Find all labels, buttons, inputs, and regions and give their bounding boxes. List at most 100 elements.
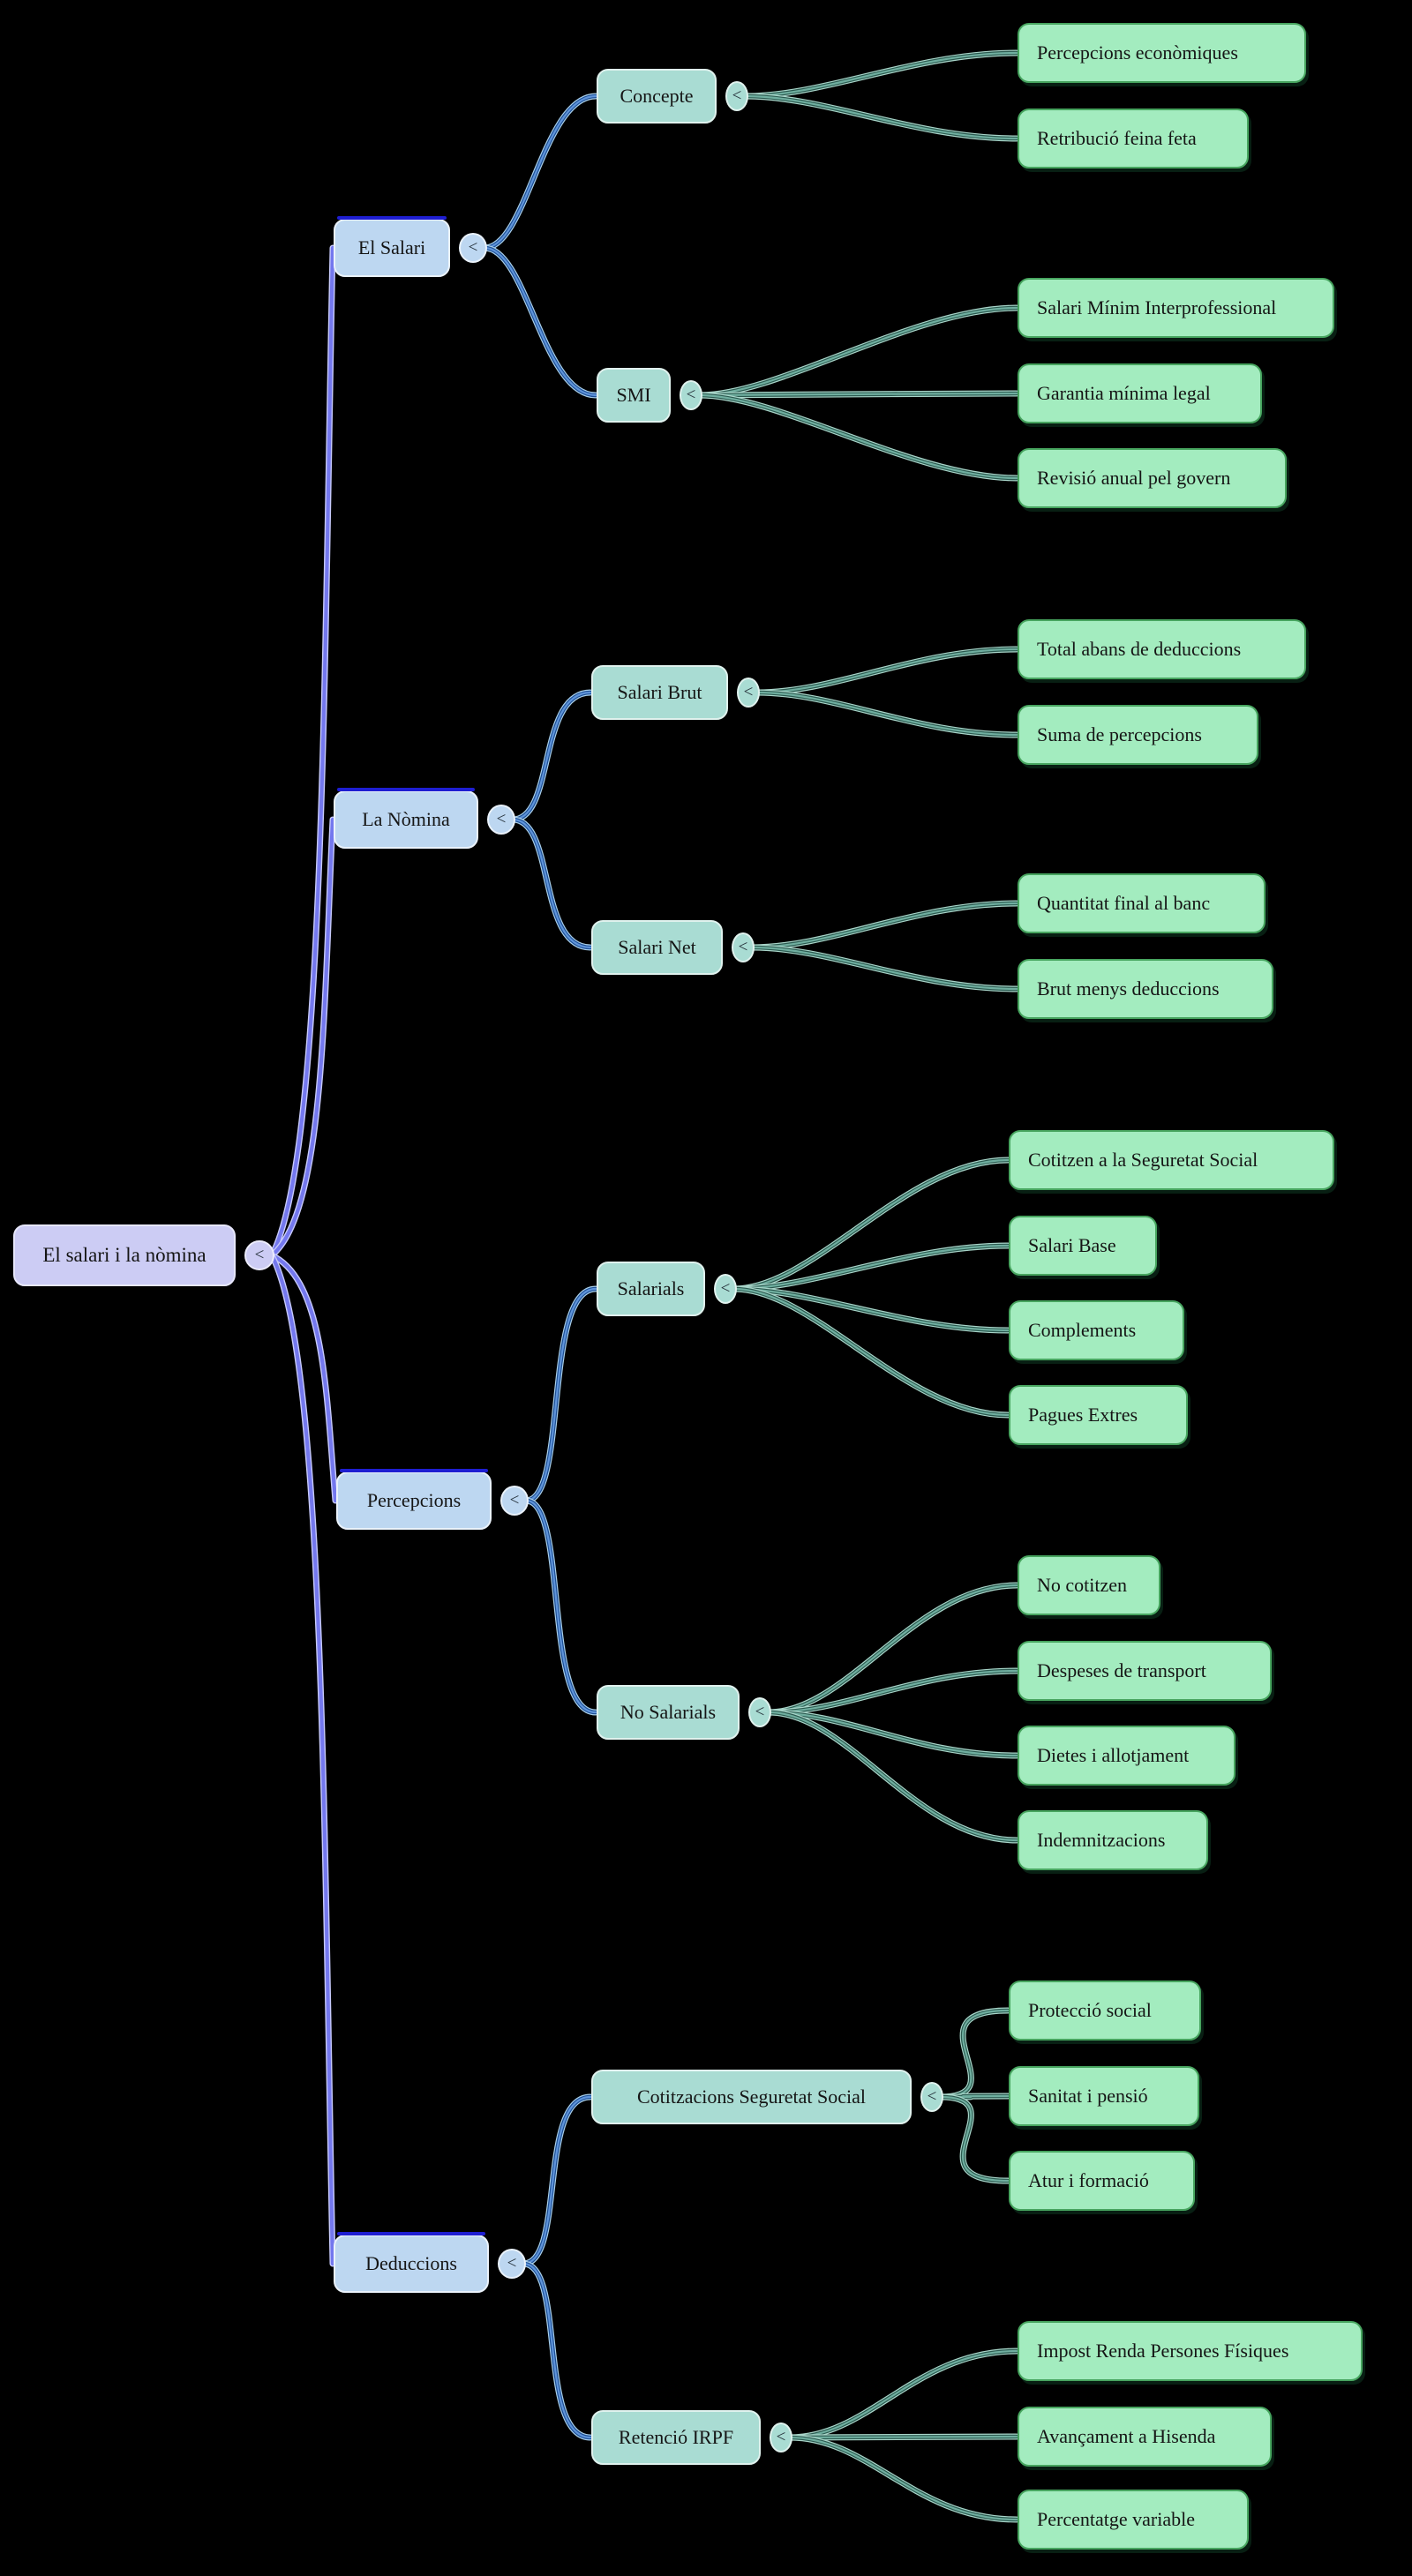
node-complements[interactable]: Complements bbox=[1009, 1300, 1184, 1360]
node-el-salari[interactable]: El Salari bbox=[334, 216, 450, 277]
node-indemnitzacions[interactable]: Indemnitzacions bbox=[1018, 1810, 1208, 1870]
edge-salari-net-quantitat-final-al-banc-stroke1 bbox=[749, 901, 1019, 950]
node-deduccions[interactable]: Deduccions bbox=[334, 2232, 489, 2293]
edge-retencio-irpf-impost-renda-persones-fisiques-stroke2 bbox=[788, 2349, 1018, 2439]
edge-no-salarials-no-cotitzen bbox=[765, 1582, 1020, 1716]
edge-la-nomina-salari-brut bbox=[509, 689, 594, 823]
edge-deduccions-cotitzacions-seguretat-social-stroke2 bbox=[522, 2095, 592, 2265]
node-salarials[interactable]: Salarials bbox=[597, 1262, 705, 1316]
edge-no-salarials-no-cotitzen-stroke2 bbox=[767, 1584, 1018, 1714]
collapse-toggle-concepte[interactable]: < bbox=[725, 81, 748, 111]
node-percepcions-economiques[interactable]: Percepcions econòmiques bbox=[1018, 23, 1306, 83]
node-label: SMI bbox=[616, 384, 651, 406]
node-revisio-anual-pel-govern[interactable]: Revisió anual pel govern bbox=[1018, 448, 1287, 508]
node-label: Garantia mínima legal bbox=[1037, 382, 1211, 404]
collapse-toggle-el-salari[interactable]: < bbox=[459, 233, 487, 263]
collapse-toggle-percepcions[interactable]: < bbox=[500, 1486, 529, 1516]
collapse-toggle-no-salarials[interactable]: < bbox=[748, 1697, 771, 1727]
node-proteccio-social[interactable]: Protecció social bbox=[1009, 1981, 1201, 2041]
collapse-toggle-el-salari-i-la-nomina[interactable]: < bbox=[244, 1240, 274, 1270]
node-label: Salari Mínim Interprofessional bbox=[1037, 296, 1277, 318]
edge-el-salari-i-la-nomina-la-nomina-stroke1 bbox=[269, 817, 335, 1258]
node-label: Percepcions bbox=[366, 1489, 462, 1511]
edge-salari-brut-suma-de-percepcions-stroke2 bbox=[755, 691, 1018, 737]
node-garantia-minima-legal[interactable]: Garantia mínima legal bbox=[1018, 363, 1262, 423]
edge-cotitzacions-seguretat-social-atur-i-formacio-stroke2 bbox=[939, 2095, 1010, 2183]
edge-el-salari-smi-stroke1 bbox=[482, 245, 598, 398]
edge-deduccions-retencio-irpf-stroke1 bbox=[521, 2261, 593, 2440]
node-percepcions[interactable]: Percepcions bbox=[336, 1469, 492, 1530]
node-salari-brut[interactable]: Salari Brut bbox=[591, 665, 728, 720]
node-avancament-a-hisenda[interactable]: Avançament a Hisenda bbox=[1018, 2407, 1272, 2467]
edge-no-salarials-no-cotitzen-stroke1 bbox=[766, 1583, 1019, 1715]
node-total-abans-de-deduccions[interactable]: Total abans de deduccions bbox=[1018, 619, 1306, 679]
edge-retencio-irpf-percentatge-variable-stroke1 bbox=[787, 2435, 1019, 2522]
edge-la-nomina-salari-brut-stroke2 bbox=[511, 691, 592, 821]
collapse-toggle-salari-brut[interactable]: < bbox=[737, 678, 760, 708]
collapse-toggle-deduccions[interactable]: < bbox=[498, 2249, 526, 2279]
edge-la-nomina-salari-net bbox=[509, 816, 594, 951]
node-concepte[interactable]: Concepte bbox=[597, 69, 717, 124]
edge-salarials-cotitzen-a-la-seguretat-social-stroke1 bbox=[732, 1157, 1010, 1292]
node-dietes-i-allotjament[interactable]: Dietes i allotjament bbox=[1018, 1726, 1236, 1786]
edge-el-salari-smi-stroke2 bbox=[483, 246, 597, 397]
node-salari-base[interactable]: Salari Base bbox=[1009, 1216, 1157, 1276]
node-cotitzacions-seguretat-social[interactable]: Cotitzacions Seguretat Social bbox=[591, 2070, 912, 2124]
collapse-toggle-smi[interactable]: < bbox=[680, 380, 702, 410]
node-label: Impost Renda Persones Físiques bbox=[1037, 2340, 1289, 2362]
node-label: Retenció IRPF bbox=[618, 2426, 734, 2448]
edge-salari-net-brut-menys-deduccions-stroke1 bbox=[749, 945, 1019, 992]
node-la-nomina[interactable]: La Nòmina bbox=[334, 788, 478, 849]
node-salari-minim-interprofessional[interactable]: Salari Mínim Interprofessional bbox=[1018, 278, 1334, 338]
edge-deduccions-retencio-irpf-stroke2 bbox=[522, 2262, 592, 2439]
node-label: Salarials bbox=[617, 1277, 685, 1299]
collapse-toggle-cotitzacions-seguretat-social[interactable]: < bbox=[920, 2082, 943, 2112]
node-label: Pagues Extres bbox=[1028, 1404, 1138, 1426]
edge-el-salari-concepte bbox=[481, 93, 599, 251]
node-impost-renda-persones-fisiques[interactable]: Impost Renda Persones Físiques bbox=[1018, 2321, 1363, 2381]
node-label: Indemnitzacions bbox=[1037, 1829, 1166, 1851]
node-quantitat-final-al-banc[interactable]: Quantitat final al banc bbox=[1018, 873, 1266, 933]
edge-salari-brut-total-abans-de-deduccions-stroke2 bbox=[755, 648, 1018, 694]
edge-el-salari-smi bbox=[481, 244, 599, 399]
node-no-cotitzen[interactable]: No cotitzen bbox=[1018, 1555, 1160, 1615]
node-retencio-irpf[interactable]: Retenció IRPF bbox=[591, 2410, 761, 2465]
edge-smi-salari-minim-interprofessional-stroke2 bbox=[698, 306, 1018, 397]
node-despeses-de-transport[interactable]: Despeses de transport bbox=[1018, 1641, 1272, 1701]
node-label: El Salari bbox=[357, 236, 426, 258]
edge-cotitzacions-seguretat-social-proteccio-social bbox=[937, 2007, 1011, 2100]
node-atur-i-formacio[interactable]: Atur i formació bbox=[1009, 2151, 1195, 2211]
collapse-toggle-la-nomina[interactable]: < bbox=[487, 805, 515, 835]
edge-retencio-irpf-percentatge-variable-stroke2 bbox=[788, 2436, 1018, 2521]
edge-retencio-irpf-impost-renda-persones-fisiques-stroke1 bbox=[787, 2348, 1019, 2440]
node-suma-de-percepcions[interactable]: Suma de percepcions bbox=[1018, 705, 1258, 765]
node-salari-net[interactable]: Salari Net bbox=[591, 920, 723, 975]
node-el-salari-i-la-nomina[interactable]: El salari i la nòmina bbox=[13, 1224, 236, 1286]
edge-el-salari-concepte-stroke2 bbox=[483, 94, 597, 250]
edge-salarials-pagues-extres-stroke1 bbox=[732, 1286, 1010, 1418]
node-pagues-extres[interactable]: Pagues Extres bbox=[1009, 1385, 1188, 1445]
edge-cotitzacions-seguretat-social-proteccio-social-stroke2 bbox=[939, 2009, 1010, 2099]
node-brut-menys-deduccions[interactable]: Brut menys deduccions bbox=[1018, 959, 1273, 1019]
edge-salari-brut-suma-de-percepcions-stroke1 bbox=[755, 690, 1019, 738]
node-retribucio-feina-feta[interactable]: Retribució feina feta bbox=[1018, 109, 1249, 168]
node-label: No cotitzen bbox=[1037, 1574, 1128, 1596]
edge-concepte-retribucio-feina-feta-stroke2 bbox=[744, 94, 1018, 140]
edge-smi-salari-minim-interprofessional bbox=[696, 304, 1020, 399]
edge-la-nomina-salari-brut-stroke1 bbox=[510, 690, 593, 822]
collapse-toggle-retencio-irpf[interactable]: < bbox=[770, 2422, 792, 2452]
edge-percepcions-salarials-stroke2 bbox=[524, 1287, 597, 1502]
node-no-salarials[interactable]: No Salarials bbox=[597, 1685, 740, 1740]
node-cotitzen-a-la-seguretat-social[interactable]: Cotitzen a la Seguretat Social bbox=[1009, 1130, 1334, 1190]
edge-la-nomina-salari-net-stroke2 bbox=[511, 818, 592, 949]
collapse-toggle-salarials[interactable]: < bbox=[714, 1274, 737, 1304]
edge-retencio-irpf-impost-renda-persones-fisiques bbox=[786, 2348, 1020, 2441]
node-sanitat-i-pensio[interactable]: Sanitat i pensió bbox=[1009, 2066, 1199, 2126]
node-label: Brut menys deduccions bbox=[1037, 977, 1220, 1000]
node-smi[interactable]: SMI bbox=[597, 368, 671, 423]
edge-salarials-pagues-extres bbox=[731, 1285, 1011, 1419]
edge-salari-net-quantitat-final-al-banc-stroke2 bbox=[750, 902, 1018, 949]
collapse-toggle-salari-net[interactable]: < bbox=[732, 932, 755, 962]
edge-no-salarials-dietes-i-allotjament-stroke2 bbox=[767, 1711, 1018, 1757]
node-percentatge-variable[interactable]: Percentatge variable bbox=[1018, 2490, 1249, 2550]
